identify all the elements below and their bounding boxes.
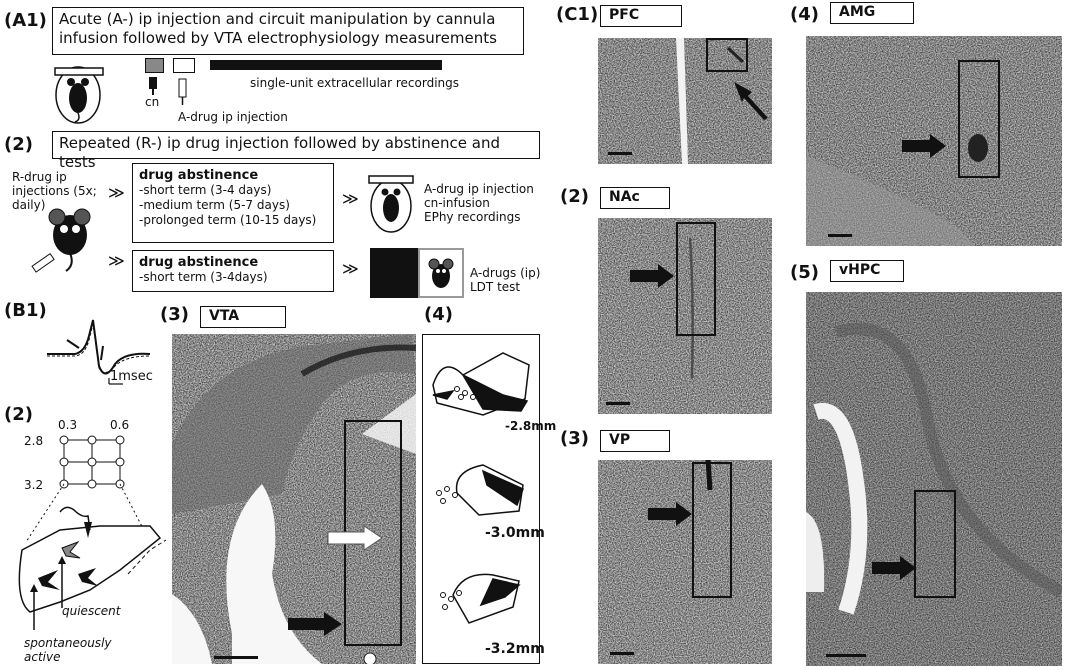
grid-x-label: 0.3 — [58, 418, 78, 432]
vp-tag: VP — [600, 430, 670, 452]
panel-label-a2: (2) — [4, 134, 33, 155]
panel-label-c5: (5) — [790, 262, 819, 283]
amg-tag: AMG — [830, 2, 914, 24]
head-fixed-mouse-icon-small — [368, 175, 414, 233]
grid-y-label: 3.2 — [24, 478, 44, 492]
abst1-line: -short term (3-4 days) — [139, 183, 272, 197]
abstinence-box-2: drug abstinence -short term (3-4days) — [132, 250, 334, 292]
syringe-icons — [149, 77, 187, 105]
vp-tag-text: VP — [609, 432, 631, 448]
panel-label-b3: (3) — [160, 304, 189, 325]
vp-roi-box — [692, 462, 732, 598]
vp-micrograph — [598, 460, 772, 664]
outcome2-line: A-drugs (ip) — [470, 266, 541, 280]
pfc-roi-box — [706, 38, 748, 72]
arrow-to-outcome1: ≫ — [342, 189, 359, 208]
black-arrow-icon — [872, 556, 916, 580]
outcome1-line: A-drug ip injection — [424, 182, 534, 196]
scale-bar — [606, 402, 630, 405]
vta-tag-text: VTA — [209, 308, 240, 324]
cn-label: cn — [145, 95, 160, 109]
white-arrow-icon — [327, 525, 383, 551]
time-scale-label: 1msec — [110, 369, 153, 384]
pfc-tag-text: PFC — [609, 7, 640, 23]
rdrug-label: R-drug ip injections (5x; daily) — [12, 170, 97, 212]
scale-bar — [608, 152, 632, 155]
nac-roi-box — [676, 222, 716, 336]
vta-micrograph — [172, 334, 416, 664]
vhpc-tag-text: vHPC — [839, 262, 881, 278]
abst2-line: -short term (3-4days) — [139, 270, 268, 284]
panel-label-b4: (4) — [424, 304, 453, 325]
black-arrow-icon — [630, 264, 674, 288]
pfc-tag: PFC — [600, 5, 682, 27]
pfc-micrograph — [598, 38, 772, 164]
abst1-title: drug abstinence — [139, 168, 259, 183]
grid-x-label: 0.6 — [110, 418, 130, 432]
abst1-line: -medium term (5-7 days) — [139, 198, 290, 212]
scale-bar — [828, 234, 852, 237]
vhpc-micrograph — [806, 292, 1062, 666]
abst2-title: drug abstinence — [139, 255, 259, 270]
amg-micrograph — [806, 36, 1062, 246]
outcome1-line: EPhy recordings — [424, 210, 521, 224]
panel-label-c2: (2) — [560, 186, 589, 207]
a2-header-text: Repeated (R-) ip drug injection followed… — [59, 134, 500, 171]
panel-label-c3: (3) — [560, 428, 589, 449]
spike-waveform — [47, 319, 151, 385]
outcome2-line: LDT test — [470, 280, 521, 294]
panel-label-b2: (2) — [4, 404, 33, 425]
outcome1: A-drug ip injection cn-infusion EPhy rec… — [424, 182, 534, 224]
spontaneous-label: spontaneously active — [24, 636, 112, 664]
atlas-level: -2.8mm — [505, 419, 557, 433]
abstinence-box-1: drug abstinence -short term (3-4 days) -… — [132, 163, 334, 243]
nac-tag-text: NAc — [609, 189, 640, 205]
adrug-injection-box — [173, 58, 195, 73]
atlas-level: -3.2mm — [485, 641, 545, 657]
nac-micrograph — [598, 218, 772, 414]
scale-bar — [214, 656, 258, 659]
mouse-icon — [428, 258, 454, 288]
recording-bar — [210, 60, 442, 70]
black-arrow-icon — [902, 134, 946, 158]
black-arrow-icon — [288, 612, 342, 636]
vhpc-tag: vHPC — [830, 260, 904, 282]
scale-bar — [826, 654, 866, 657]
nac-tag: NAc — [600, 187, 670, 209]
black-arrow-icon — [648, 502, 692, 526]
grid-y-label: 2.8 — [24, 434, 44, 448]
a1-header-box: Acute (A-) ip injection and circuit mani… — [52, 7, 524, 55]
outcome2: A-drugs (ip) LDT test — [470, 266, 540, 294]
ldt-dark-compartment — [370, 248, 418, 298]
quiescent-label: quiescent — [62, 604, 121, 618]
scale-bar — [610, 652, 634, 655]
panel-label-c4: (4) — [790, 4, 819, 25]
head-fixed-mouse-icon — [54, 66, 104, 124]
amg-roi-box — [958, 60, 1000, 178]
outcome1-line: cn-infusion — [424, 196, 490, 210]
a1-header-text: Acute (A-) ip injection and circuit mani… — [59, 10, 497, 47]
abst1-line: -prolonged term (10-15 days) — [139, 213, 317, 227]
recording-grid-diagram — [18, 435, 167, 630]
arrow-to-abst1: ≫ — [108, 183, 125, 202]
arrow-to-abst2: ≫ — [108, 251, 125, 270]
cannula-infusion-box — [145, 58, 164, 73]
atlas-level: -3.0mm — [485, 525, 545, 541]
panel-label-c1: (C1) — [556, 4, 599, 25]
panel-label-b1: (B1) — [4, 300, 47, 321]
black-arrow-icon — [734, 82, 768, 120]
mouse-injection-icon — [31, 208, 91, 273]
panel-label-a1: (A1) — [4, 10, 47, 31]
vta-tag: VTA — [200, 306, 286, 328]
recordings-label: single-unit extracellular recordings — [250, 76, 460, 90]
vhpc-roi-box — [914, 490, 956, 598]
a2-header-box: Repeated (R-) ip drug injection followed… — [52, 131, 540, 171]
arrow-to-outcome2: ≫ — [342, 259, 359, 278]
atlas-panel: -2.8mm -3.0mm -3.2mm — [422, 334, 556, 664]
adrug-injection-label: A-drug ip injection — [178, 110, 288, 124]
amg-tag-text: AMG — [839, 4, 876, 20]
